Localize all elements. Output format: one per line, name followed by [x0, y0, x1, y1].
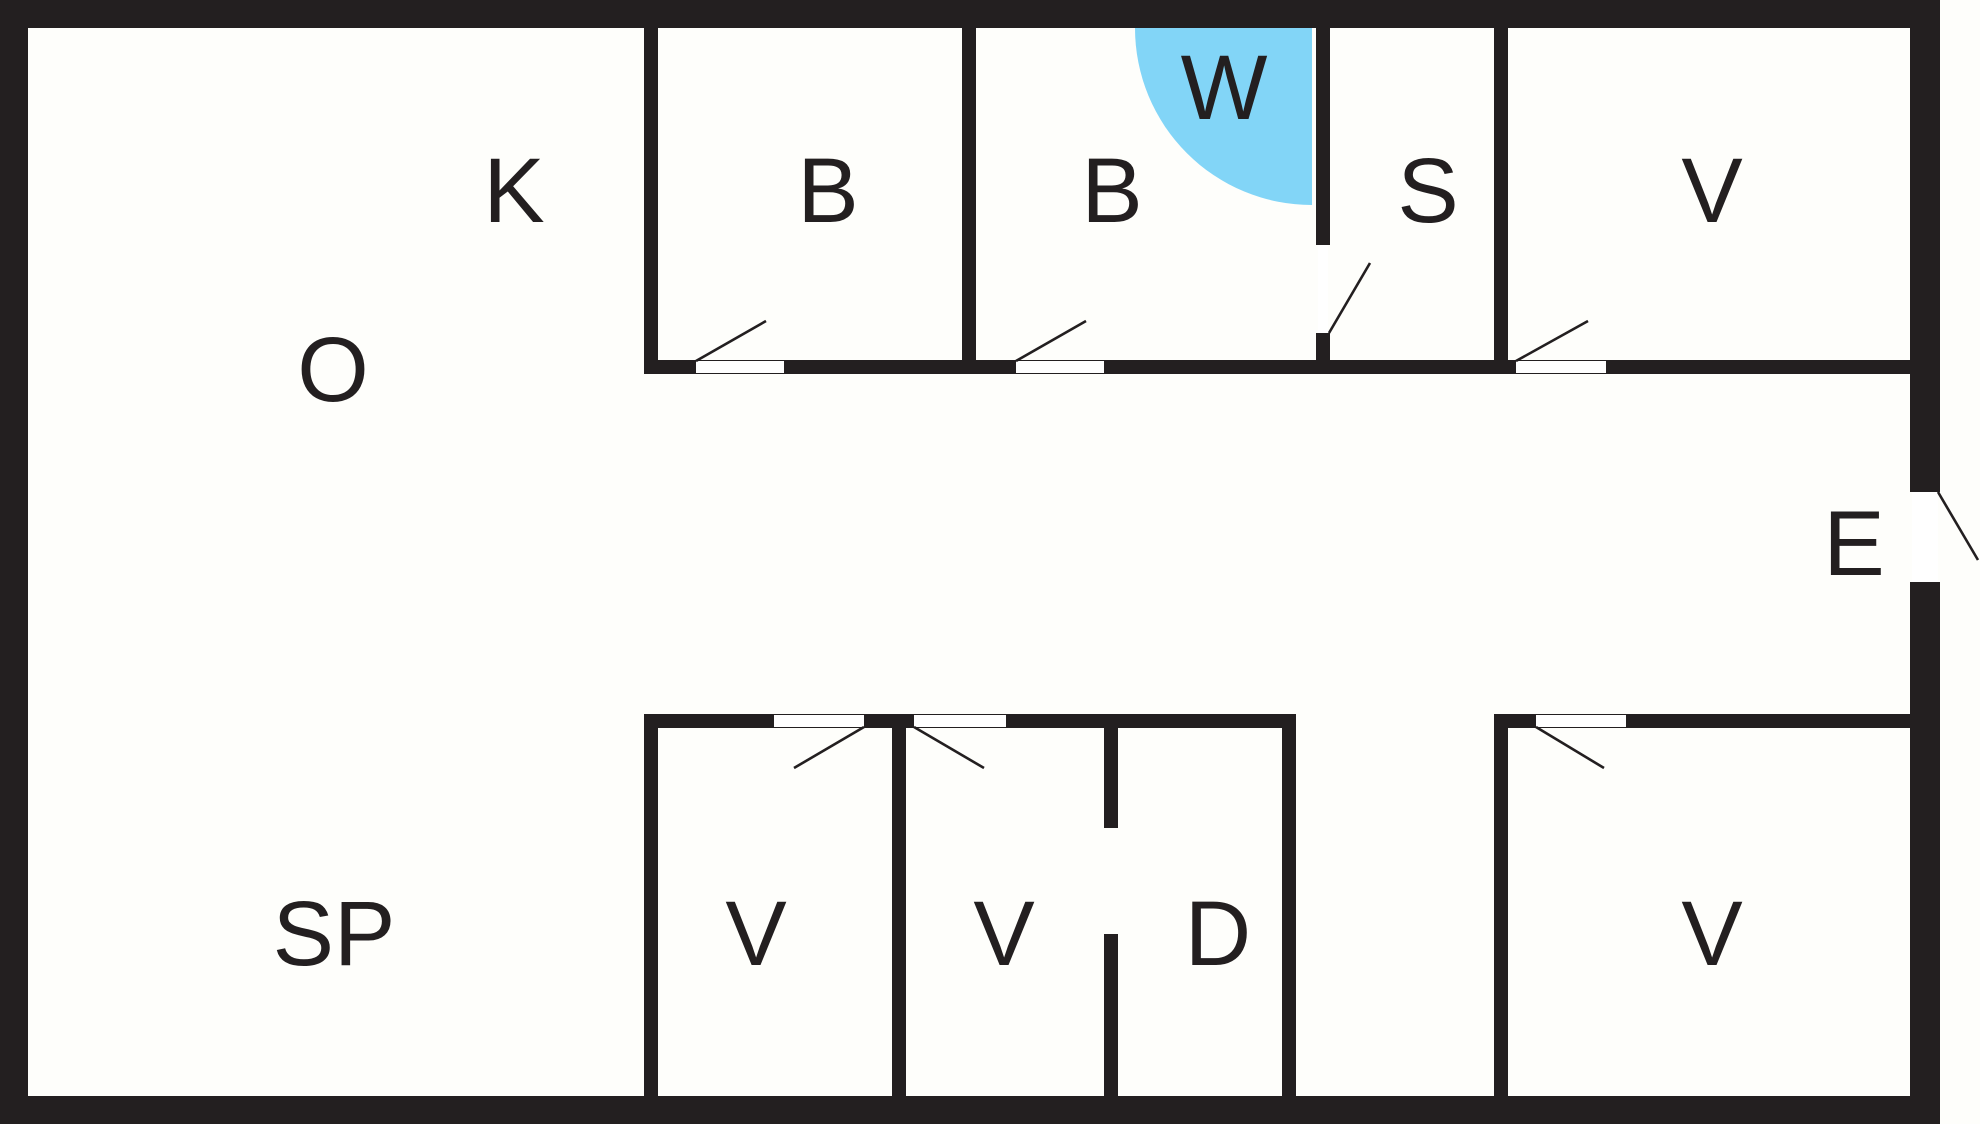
v-top-door[interactable]	[1515, 319, 1589, 363]
entrance-opening	[1912, 492, 1938, 582]
entrance-door[interactable]	[1936, 491, 1980, 561]
wall-b2-s-upper	[1316, 20, 1330, 245]
room-label-v-bottom-right: V	[1681, 883, 1742, 985]
wall-v2-d-upper	[1104, 714, 1118, 828]
s-door-opening	[1318, 245, 1328, 333]
wall-v1-v2	[892, 714, 906, 1110]
corridor-wall-top	[644, 360, 1924, 374]
room-label-v-top: V	[1681, 140, 1742, 242]
b1-door[interactable]	[695, 319, 767, 363]
room-label-o: O	[297, 319, 369, 421]
b2-door-opening	[1016, 361, 1104, 373]
v-bottom-1-door-opening	[774, 715, 864, 727]
room-label-sp: SP	[273, 883, 396, 985]
room-label-e: E	[1823, 493, 1884, 595]
wall-v-bottom-right-left	[1494, 714, 1508, 1110]
wall-b1-b2	[962, 20, 976, 374]
v-bottom-2-door-opening	[914, 715, 1006, 727]
v-bottom-right-door[interactable]	[1535, 725, 1605, 770]
room-label-b2: B	[1081, 140, 1142, 242]
wall-d-right	[1282, 714, 1296, 1110]
b2-door[interactable]	[1015, 319, 1087, 363]
room-label-d: D	[1185, 883, 1251, 985]
v-bottom-2-door[interactable]	[913, 725, 985, 770]
outer-wall-left	[0, 0, 28, 1124]
wall-s-v	[1494, 20, 1508, 374]
wall-v2-d-lower	[1104, 934, 1118, 1110]
s-door[interactable]	[1327, 262, 1372, 334]
outer-wall-right-upper	[1910, 0, 1940, 492]
b1-door-opening	[696, 361, 784, 373]
wall-sp-v1	[644, 714, 658, 1110]
room-label-v-bottom-2: V	[973, 883, 1034, 985]
w-highlight-shape	[1135, 28, 1312, 205]
v-top-door-opening	[1516, 361, 1606, 373]
interior-fill	[20, 20, 1940, 1110]
outer-wall-right-lower	[1910, 582, 1940, 1124]
outer-wall-bottom	[0, 1096, 1940, 1124]
v-bottom-right-door-opening	[1536, 715, 1626, 727]
room-label-k: K	[483, 140, 544, 242]
v-bottom-1-door[interactable]	[793, 725, 865, 770]
room-label-w: W	[1181, 37, 1268, 139]
room-label-v-bottom-1: V	[725, 883, 786, 985]
room-label-s: S	[1397, 140, 1458, 242]
room-label-b1: B	[797, 140, 858, 242]
wall-k-b1	[644, 20, 658, 374]
